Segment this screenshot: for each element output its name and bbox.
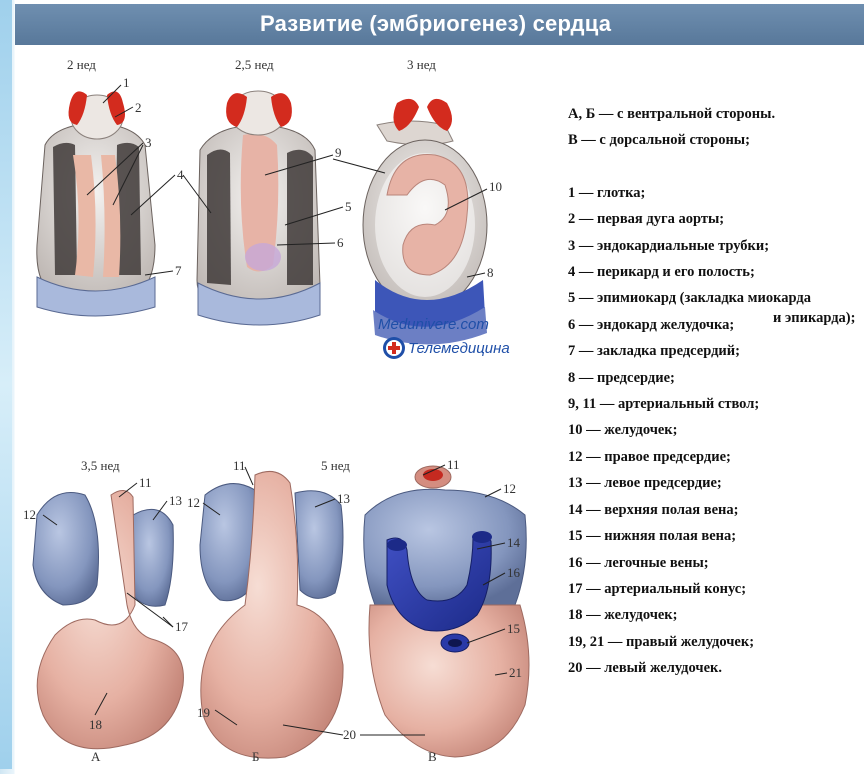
label-17-a: 17 bbox=[175, 619, 188, 635]
label-7: 7 bbox=[175, 263, 182, 279]
label-9: 9 bbox=[335, 145, 342, 161]
legend-item: 20 — левый желудочек. bbox=[568, 655, 864, 681]
watermark-site: Medunivere.com bbox=[378, 316, 489, 333]
heart-3-5-weeks-A bbox=[33, 490, 183, 748]
label-19: 19 bbox=[197, 705, 210, 721]
legend-item: 16 — легочные вены; bbox=[568, 550, 864, 576]
legend-item: 15 — нижняя полая вена; bbox=[568, 523, 864, 549]
label-11-a: 11 bbox=[139, 475, 152, 491]
heart-5-weeks-C bbox=[364, 466, 529, 757]
panel-letter-b: Б bbox=[252, 749, 259, 765]
stage-label-5-weeks: 5 нед bbox=[321, 458, 350, 474]
watermark-name: Телемедицина bbox=[408, 340, 510, 357]
label-4: 4 bbox=[177, 167, 184, 183]
left-frame-stripe bbox=[0, 0, 12, 769]
label-14: 14 bbox=[507, 535, 520, 551]
label-13-a: 13 bbox=[169, 493, 182, 509]
panel-letter-a: А bbox=[91, 749, 100, 765]
embryo-2-5-weeks bbox=[197, 91, 320, 325]
legend-item: 17 — артериальный конус; bbox=[568, 576, 864, 602]
label-20: 20 bbox=[343, 727, 356, 743]
legend-view-ab: А, Б — с вентральной стороны. bbox=[568, 101, 864, 127]
legend-item: 8 — предсердие; bbox=[568, 365, 864, 391]
legend-item: 10 — желудочек; bbox=[568, 417, 864, 443]
legend-item: 19, 21 — правый желудочек; bbox=[568, 629, 864, 655]
label-11-c: 11 bbox=[447, 457, 460, 473]
label-12-a: 12 bbox=[23, 507, 36, 523]
label-8: 8 bbox=[487, 265, 494, 281]
legend-item: 18 — желудочек; bbox=[568, 602, 864, 628]
label-12-c: 12 bbox=[503, 481, 516, 497]
heart-development-illustration bbox=[15, 45, 555, 769]
medical-cross-icon bbox=[382, 336, 406, 360]
stage-label-2-5-weeks: 2,5 нед bbox=[235, 57, 274, 73]
embryo-2-weeks bbox=[37, 91, 155, 316]
legend-item-5-continuation: и эпикарда); bbox=[773, 310, 855, 327]
embryo-3-weeks bbox=[363, 99, 487, 345]
stage-label-3-weeks: 3 нед bbox=[407, 57, 436, 73]
legend-item: 4 — перикард и его полость; bbox=[568, 259, 864, 285]
legend-item: 3 — эндокардиальные трубки; bbox=[568, 233, 864, 259]
label-11-b: 11 bbox=[233, 458, 246, 474]
label-18: 18 bbox=[89, 717, 102, 733]
stage-label-2-weeks: 2 нед bbox=[67, 57, 96, 73]
legend-item: 7 — закладка предсердий; bbox=[568, 338, 864, 364]
title-banner: Развитие (эмбриогенез) сердца bbox=[15, 4, 864, 45]
legend-spacer bbox=[568, 154, 864, 180]
legend-item: 9, 11 — артериальный ствол; bbox=[568, 391, 864, 417]
label-16: 16 bbox=[507, 565, 520, 581]
legend-view-c: В — с дорсальной стороны; bbox=[568, 127, 864, 153]
page-title: Развитие (эмбриогенез) сердца bbox=[260, 11, 611, 37]
label-1: 1 bbox=[123, 75, 130, 91]
label-13-b: 13 bbox=[337, 491, 350, 507]
legend-item: 14 — верхняя полая вена; bbox=[568, 497, 864, 523]
label-6: 6 bbox=[337, 235, 344, 251]
legend-item: 12 — правое предсердие; bbox=[568, 444, 864, 470]
panel-letter-c: В bbox=[428, 749, 437, 765]
heart-5-weeks-B bbox=[200, 471, 343, 758]
label-2: 2 bbox=[135, 100, 142, 116]
legend-item: 13 — левое предсердие; bbox=[568, 470, 864, 496]
legend-item: 1 — глотка; bbox=[568, 180, 864, 206]
embryo-heart-figure: 2 нед 2,5 нед 3 нед 3,5 нед 5 нед А Б В … bbox=[15, 45, 555, 769]
legend-item: 5 — эпимиокард (закладка миокарда bbox=[568, 285, 864, 311]
label-3: 3 bbox=[145, 135, 152, 151]
label-10: 10 bbox=[489, 179, 502, 195]
label-12-b: 12 bbox=[187, 495, 200, 511]
legend-item: 2 — первая дуга аорты; bbox=[568, 206, 864, 232]
stage-label-3-5-weeks: 3,5 нед bbox=[81, 458, 120, 474]
label-5: 5 bbox=[345, 199, 352, 215]
legend: А, Б — с вентральной стороны. В — с дорс… bbox=[568, 101, 864, 682]
label-15: 15 bbox=[507, 621, 520, 637]
label-21: 21 bbox=[509, 665, 522, 681]
